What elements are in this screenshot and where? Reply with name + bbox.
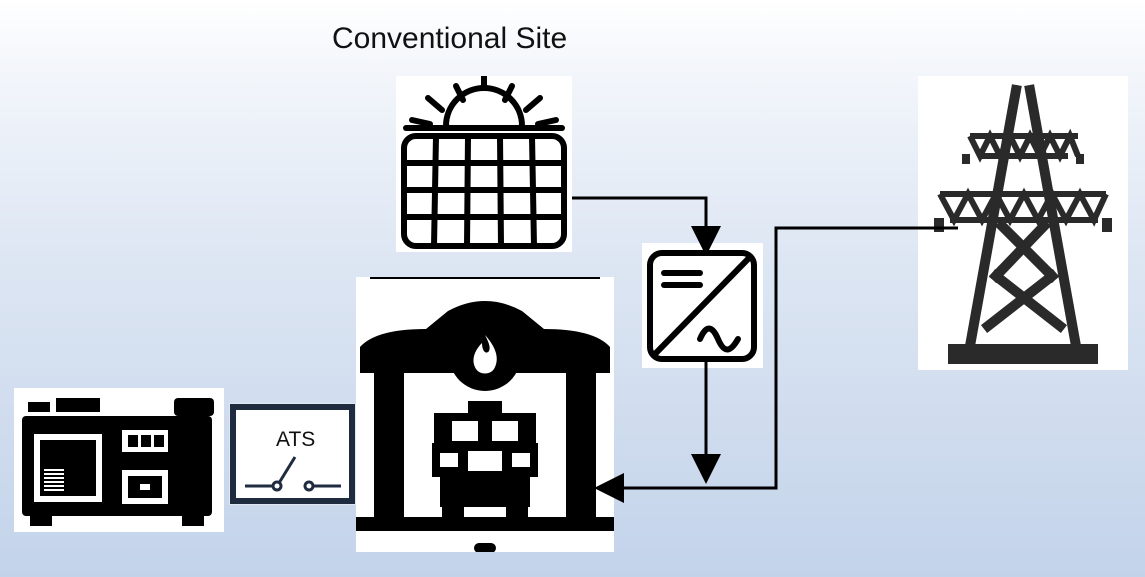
solar-panel-icon (401, 76, 567, 249)
ats-label: ATS (276, 428, 316, 451)
solar-panel-node (396, 76, 572, 252)
fire-station-node (356, 277, 614, 552)
transmission-tower-icon (934, 84, 1112, 364)
generator-node (14, 388, 224, 532)
diagram-title: Conventional Site (332, 22, 568, 55)
ats-switch-icon (230, 404, 355, 504)
transmission-tower-node (918, 76, 1128, 370)
solar-to-inverter-wire (572, 196, 721, 256)
generator-icon (22, 398, 214, 526)
inverter-node (642, 243, 763, 368)
ats-node (229, 403, 356, 505)
grid-to-station-wire (594, 226, 958, 503)
fire-station-icon (356, 277, 614, 552)
